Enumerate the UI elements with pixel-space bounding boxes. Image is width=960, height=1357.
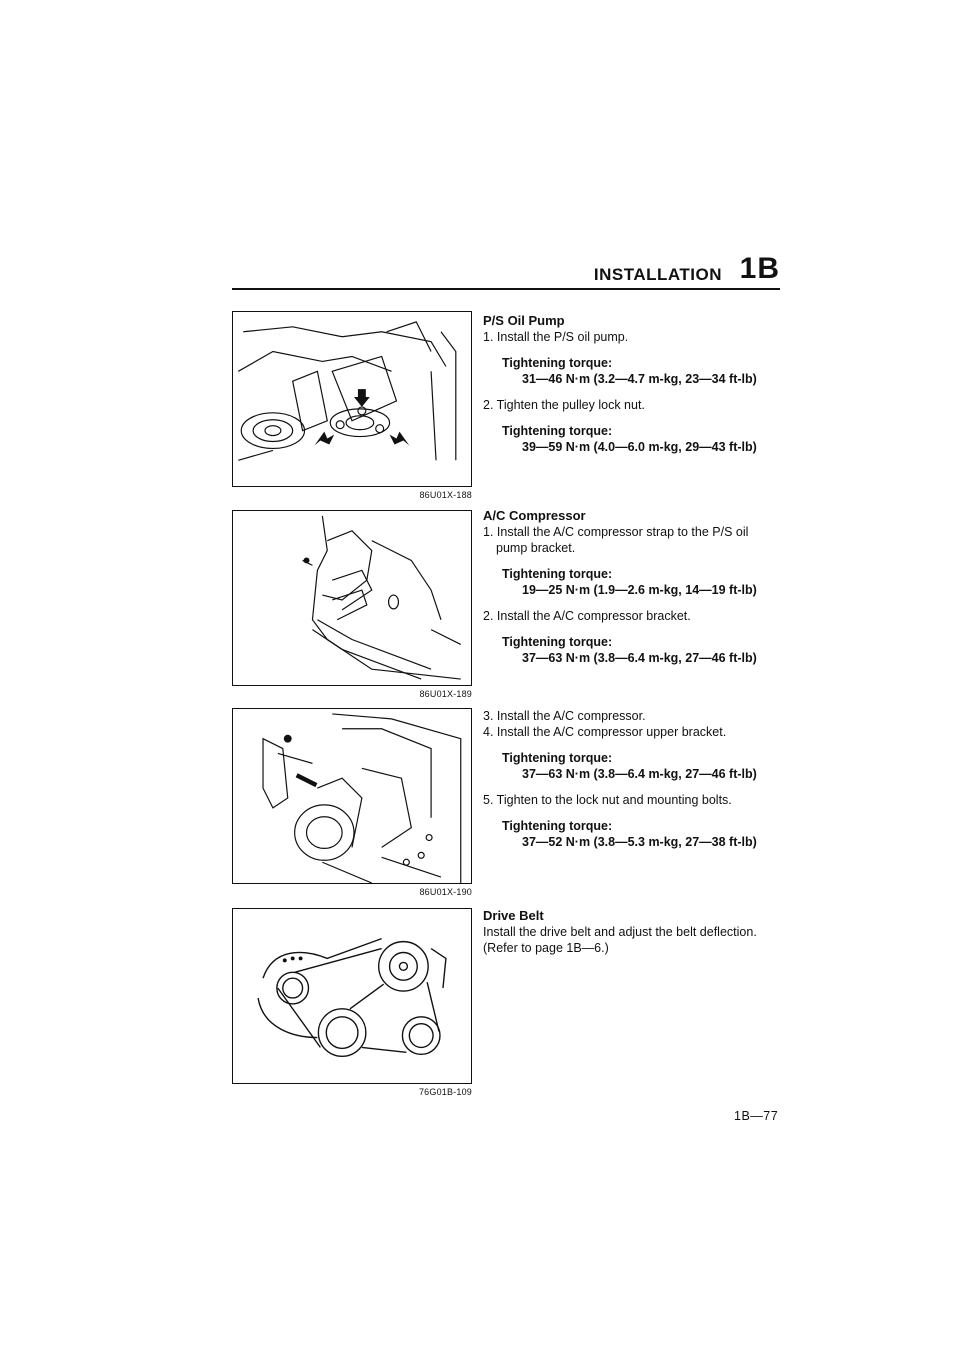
torque-label: Tightening torque: [502,751,613,765]
torque-value: 31—46 N·m (3.2—4.7 m-kg, 23—34 ft-lb) [522,372,757,386]
torque-spec: Tightening torque: 19—25 N·m (1.9—2.6 m-… [502,566,783,598]
torque-value: 37—63 N·m (3.8—6.4 m-kg, 27—46 ft-lb) [522,767,757,781]
torque-value: 37—52 N·m (3.8—5.3 m-kg, 27—38 ft-lb) [522,835,757,849]
page-header: INSTALLATION 1B [232,252,780,292]
step-text: 1. Install the P/S oil pump. [483,330,629,344]
figure-code: 86U01X-189 [419,689,472,699]
step-text: 3. Install the A/C compressor. [483,709,646,723]
section-ac-compressor: A/C Compressor 1. Install the A/C compre… [483,508,783,676]
step-text: 2. Install the A/C compressor bracket. [483,609,691,623]
step-text: 2. Tighten the pulley lock nut. [483,398,645,412]
section-code: 1B [739,252,780,285]
figure-code: 76G01B-109 [418,1087,472,1097]
torque-label: Tightening torque: [502,635,613,649]
drive-belt-illustration [257,938,447,1057]
drive-belt-text: Install the drive belt and adjust the be… [483,925,757,955]
section-ps-oil-pump: P/S Oil Pump 1. Install the P/S oil pump… [483,313,783,465]
torque-label: Tightening torque: [502,567,613,581]
figure-drive-belt: 76G01B-109 [232,908,472,1097]
heading-ac-compressor: A/C Compressor [483,508,586,523]
heading-ps-oil-pump: P/S Oil Pump [483,313,565,328]
header-rule [232,288,780,290]
torque-label: Tightening torque: [502,819,613,833]
figure-frame [232,708,472,884]
torque-value: 37—63 N·m (3.8—6.4 m-kg, 27—46 ft-lb) [522,651,757,665]
torque-spec: Tightening torque: 37—63 N·m (3.8—6.4 m-… [502,750,783,782]
figure-code: 86U01X-190 [419,887,472,897]
ps-pump-illustration [238,321,457,461]
figure-code: 86U01X-188 [419,490,472,500]
torque-label: Tightening torque: [502,424,613,438]
page-number: 1B—77 [734,1109,779,1123]
figure-ac-strap: 86U01X-189 [232,510,472,699]
torque-value: 19—25 N·m (1.9—2.6 m-kg, 14—19 ft-lb) [522,583,757,597]
ac-compressor-illustration [262,713,462,883]
figure-ps-oil-pump: 86U01X-188 [232,311,472,500]
step-text: 4. Install the A/C compressor upper brac… [483,725,727,739]
figure-frame [232,510,472,686]
torque-label: Tightening torque: [502,356,613,370]
torque-spec: Tightening torque: 39—59 N·m (4.0—6.0 m-… [502,423,783,455]
torque-spec: Tightening torque: 31—46 N·m (3.2—4.7 m-… [502,355,783,387]
heading-drive-belt: Drive Belt [483,908,544,923]
torque-spec: Tightening torque: 37—63 N·m (3.8—6.4 m-… [502,634,783,666]
section-drive-belt: Drive Belt Install the drive belt and ad… [483,908,783,956]
step-text: 1. Install the A/C compressor strap to t… [483,525,749,555]
figure-ac-compressor: 86U01X-190 [232,708,472,897]
figure-frame [232,908,472,1084]
section-ac-compressor-install: 3. Install the A/C compressor. 4. Instal… [483,708,783,860]
section-title: INSTALLATION [593,265,722,284]
torque-value: 39—59 N·m (4.0—6.0 m-kg, 29—43 ft-lb) [522,440,757,454]
step-text: 5. Tighten to the lock nut and mounting … [483,793,732,807]
figure-frame [232,311,472,487]
ac-strap-illustration [302,515,462,680]
torque-spec: Tightening torque: 37—52 N·m (3.8—5.3 m-… [502,818,783,850]
